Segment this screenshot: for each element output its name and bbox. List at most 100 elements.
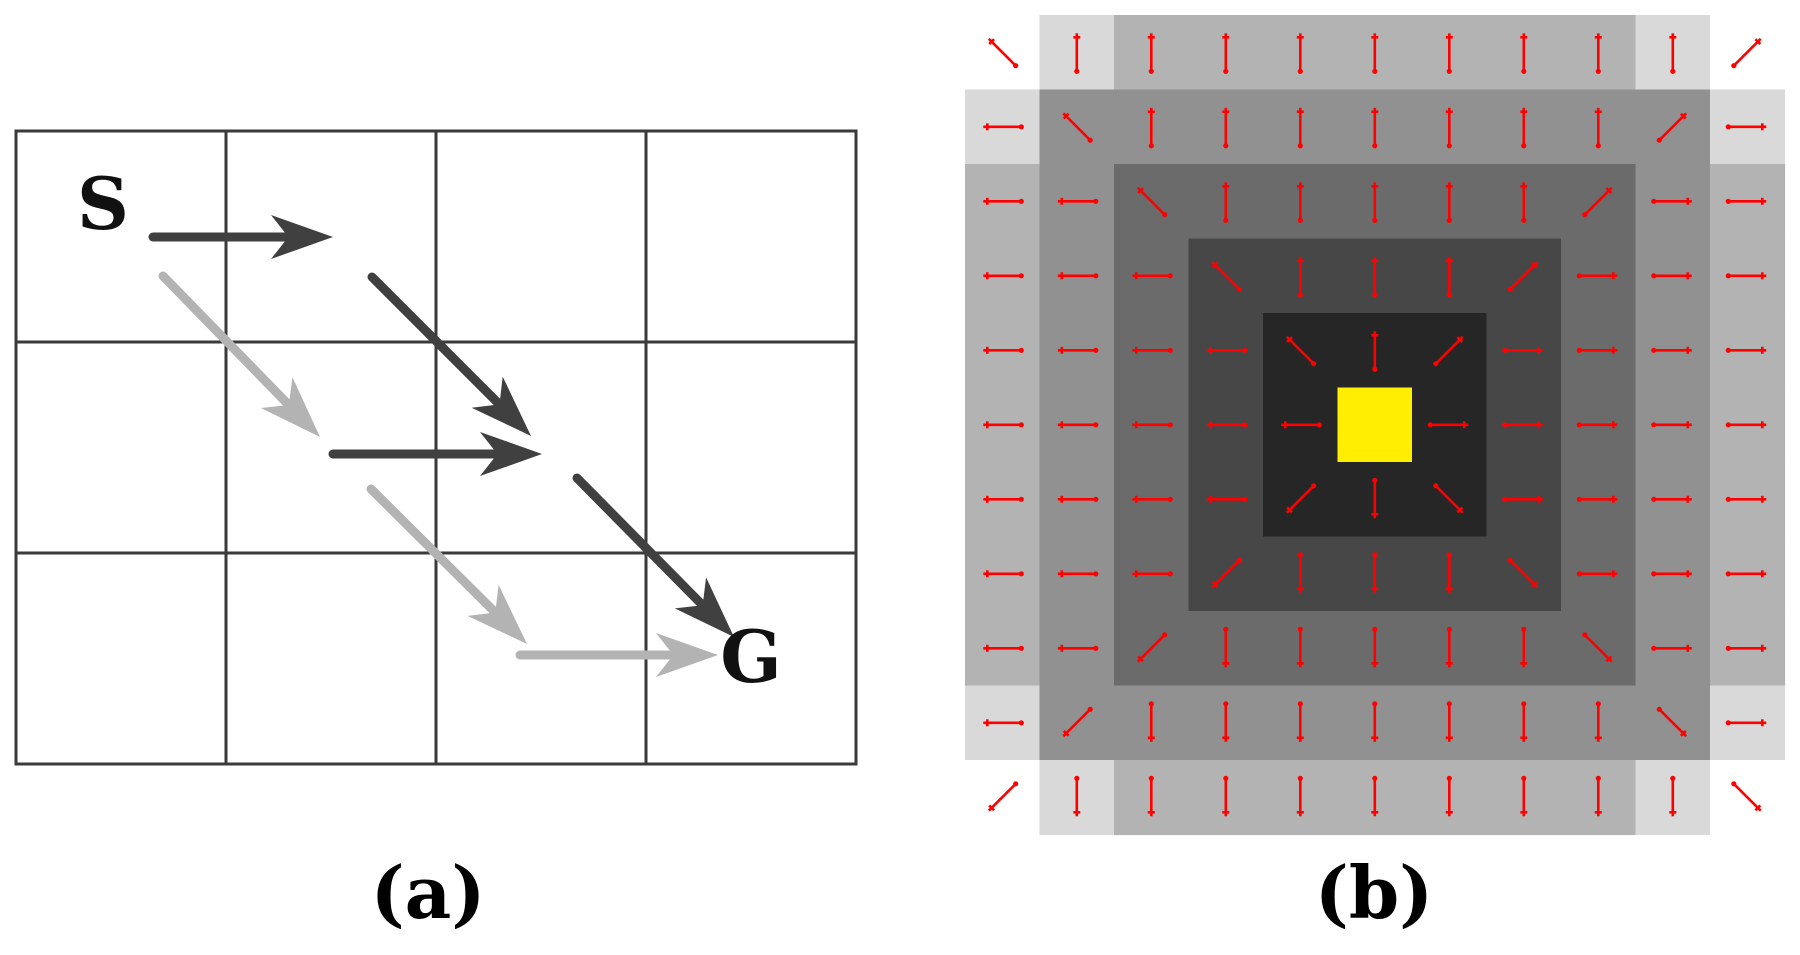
policy-arrow xyxy=(1502,421,1543,429)
policy-arrow-dot xyxy=(1521,68,1527,74)
policy-arrow-dot xyxy=(1502,347,1508,353)
policy-arrow xyxy=(1507,557,1539,589)
policy-arrow xyxy=(1594,33,1602,74)
policy-arrow xyxy=(1507,261,1539,292)
policy-arrow xyxy=(1725,495,1767,503)
policy-arrow-dot xyxy=(1502,422,1508,428)
policy-arrow xyxy=(1656,112,1688,143)
policy-arrow xyxy=(1222,107,1230,149)
policy-arrow-dot xyxy=(1725,124,1731,130)
policy-arrow-dot xyxy=(1651,571,1657,577)
policy-arrow xyxy=(1371,107,1379,149)
policy-arrow-dot xyxy=(1093,347,1099,353)
policy-arrow-dot xyxy=(1446,775,1452,781)
policy-arrow-dot xyxy=(1725,273,1731,279)
policy-arrow-shaft xyxy=(1509,559,1539,589)
policy-arrow xyxy=(1222,701,1230,742)
policy-arrow xyxy=(1576,495,1618,503)
policy-arrow-tip xyxy=(1137,655,1145,663)
policy-arrow-shaft xyxy=(1658,112,1688,142)
policy-arrow xyxy=(1582,186,1613,218)
policy-arrow xyxy=(1057,644,1099,652)
dark-path-step-2 xyxy=(367,272,531,436)
policy-arrow xyxy=(1211,557,1242,589)
policy-arrow xyxy=(1594,107,1602,149)
policy-arrow-dot xyxy=(1223,701,1229,707)
policy-arrow-dot xyxy=(1223,626,1229,632)
policy-arrow xyxy=(1057,495,1099,503)
policy-arrow xyxy=(1651,346,1692,354)
policy-arrow-dot xyxy=(1651,422,1657,428)
policy-arrow-dot xyxy=(1167,273,1173,279)
policy-arrow-dot xyxy=(1297,143,1303,149)
policy-arrow-dot xyxy=(1167,347,1173,353)
policy-arrow-dot xyxy=(1162,212,1168,218)
policy-arrow-dot xyxy=(1372,68,1378,74)
policy-arrow xyxy=(1222,775,1230,817)
policy-arrow-dot xyxy=(1148,68,1154,74)
policy-arrow-dot xyxy=(1507,286,1513,292)
policy-paths xyxy=(148,215,734,677)
policy-arrow xyxy=(1371,552,1379,593)
arrowhead xyxy=(260,377,320,437)
policy-arrow xyxy=(1576,421,1618,429)
policy-arrow-tip xyxy=(988,38,996,46)
policy-arrow xyxy=(1132,495,1173,503)
policy-arrow xyxy=(1669,33,1677,74)
dark-path-step-1 xyxy=(148,215,333,259)
policy-arrow xyxy=(1576,346,1618,354)
policy-arrow-tip xyxy=(1754,804,1762,812)
policy-arrow xyxy=(983,421,1024,429)
policy-arrow-shaft xyxy=(1434,335,1464,365)
policy-arrow-tip xyxy=(1754,38,1762,46)
policy-arrow xyxy=(1445,107,1453,149)
policy-arrow xyxy=(1651,644,1692,652)
arrowhead xyxy=(674,577,734,637)
policy-arrow xyxy=(1371,626,1379,668)
policy-arrow xyxy=(1445,626,1453,668)
policy-arrow xyxy=(1147,107,1155,149)
policy-arrow xyxy=(983,495,1024,503)
policy-arrow-dot xyxy=(1148,143,1154,149)
arrowhead xyxy=(656,633,718,677)
policy-arrow-tip xyxy=(1211,580,1219,588)
policy-arrow xyxy=(983,719,1024,727)
policy-arrow xyxy=(1296,256,1304,298)
policy-arrow xyxy=(1651,197,1692,205)
policy-arrow xyxy=(983,644,1024,652)
policy-arrow-dot xyxy=(1018,496,1024,502)
value-heatmap xyxy=(965,15,1786,836)
policy-arrow xyxy=(1433,335,1464,367)
policy-arrow xyxy=(1296,626,1304,668)
policy-arrow xyxy=(1371,477,1379,519)
policy-arrow-dot xyxy=(1223,68,1229,74)
policy-arrow-shaft xyxy=(1509,261,1539,291)
policy-arrow-tip xyxy=(1679,112,1687,120)
policy-arrow xyxy=(1725,197,1767,205)
policy-arrow xyxy=(1582,632,1613,663)
panel-a-grid-world: S G (a) xyxy=(14,129,858,935)
policy-arrow-dot xyxy=(1446,552,1452,558)
policy-arrow-dot xyxy=(1372,217,1378,223)
goal-label: G xyxy=(720,614,782,699)
policy-arrow xyxy=(1057,570,1099,578)
policy-arrow xyxy=(1669,775,1677,817)
policy-arrow xyxy=(1371,256,1379,298)
policy-arrow-dot xyxy=(1446,292,1452,298)
policy-arrow-tip xyxy=(1211,261,1219,269)
policy-arrow-shaft xyxy=(987,782,1017,812)
policy-arrow-dot xyxy=(1018,347,1024,353)
policy-arrow xyxy=(1520,701,1528,742)
policy-arrow-dot xyxy=(1297,775,1303,781)
policy-arrow-shaft xyxy=(1285,335,1315,365)
policy-arrow-dot xyxy=(1297,552,1303,558)
policy-arrow-dot xyxy=(1093,571,1099,577)
policy-arrow xyxy=(1656,706,1688,738)
panel-b-value-field: (b) xyxy=(965,15,1786,935)
policy-arrow-dot xyxy=(1670,775,1676,781)
policy-arrow xyxy=(987,781,1019,812)
policy-arrow-dot xyxy=(1074,775,1080,781)
policy-arrow xyxy=(983,123,1024,131)
policy-arrow-dot xyxy=(1521,775,1527,781)
policy-arrow-dot xyxy=(1651,273,1657,279)
